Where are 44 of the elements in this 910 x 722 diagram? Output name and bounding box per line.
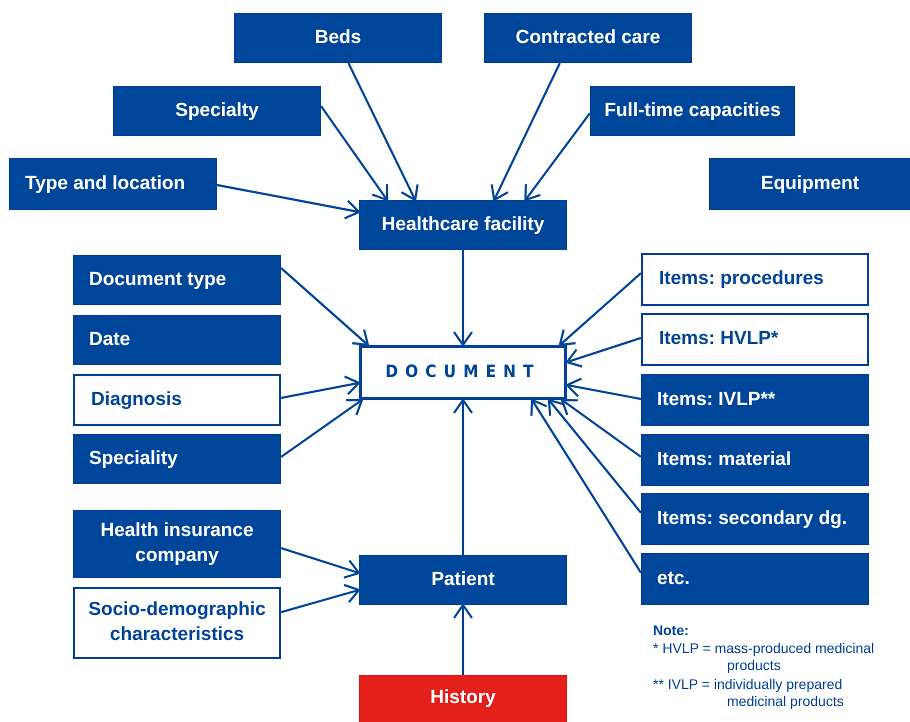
arrow [558, 272, 642, 346]
arrow [452, 398, 474, 555]
arrow [566, 336, 642, 368]
category-box: Health insurance company [73, 510, 281, 578]
category-box: Contracted care [484, 13, 692, 63]
note-heading: Note: [653, 622, 690, 639]
document-box: DOCUMENT [359, 345, 567, 400]
arrow [280, 375, 360, 399]
arrow [566, 378, 642, 400]
category-box: Date [73, 315, 281, 365]
arrow [280, 547, 360, 579]
arrow [280, 267, 369, 346]
category-box: Healthcare facility [359, 200, 567, 250]
category-box: Items: procedures [641, 253, 869, 306]
category-box: Items: HVLP* [641, 313, 869, 366]
category-box: Items: material [641, 434, 869, 486]
category-box: Beds [234, 13, 442, 63]
category-box: Socio-demographic characteristics [73, 587, 281, 659]
arrow [347, 62, 419, 202]
arrow [490, 62, 561, 202]
category-box: Equipment [709, 158, 910, 210]
category-box: etc. [641, 553, 869, 605]
category-box: History [359, 675, 567, 722]
arrow [280, 398, 363, 458]
arrow [320, 105, 388, 202]
category-box: Items: secondary dg. [641, 493, 869, 545]
footnote-text: ** IVLP = individually prepared medicinal products [653, 676, 845, 710]
arrow [524, 112, 591, 202]
footnote-text: * HVLP = mass-produced medicinal products [653, 640, 875, 674]
category-box: Patient [359, 555, 567, 605]
arrow [530, 398, 642, 574]
arrow [280, 584, 360, 614]
category-box: Full-time capacities [590, 86, 795, 136]
category-box: Speciality [73, 434, 281, 484]
arrow [548, 398, 642, 514]
arrow [452, 250, 474, 346]
category-box: Items: IVLP** [641, 374, 869, 426]
category-box: Document type [73, 255, 281, 305]
arrow [452, 604, 474, 675]
category-box: Diagnosis [73, 374, 281, 426]
category-box: Type and location [9, 158, 217, 210]
arrow [560, 398, 642, 458]
category-box: Specialty [113, 86, 321, 136]
arrow [216, 184, 360, 220]
